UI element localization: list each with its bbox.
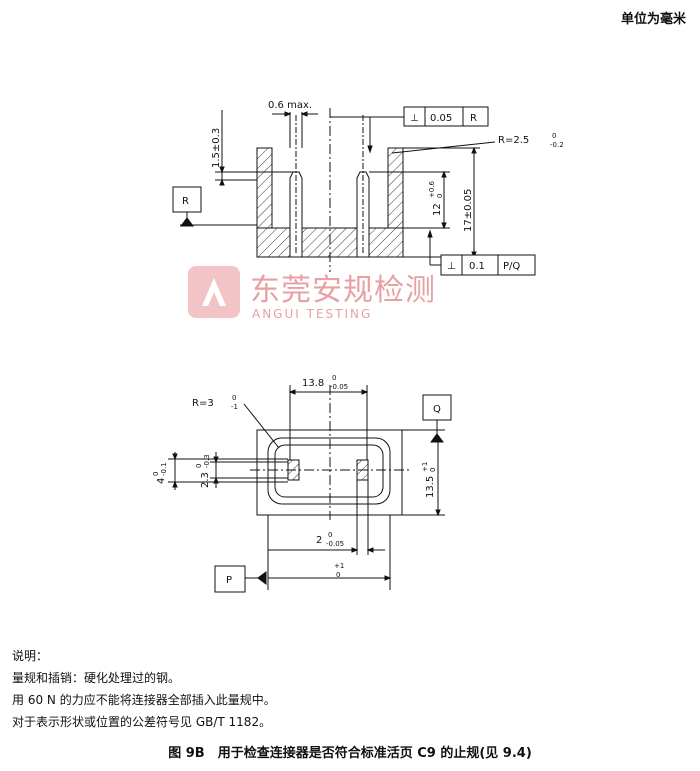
gauge-section-view	[172, 108, 496, 272]
gauge-left-wall	[256, 147, 273, 229]
dim-pin-thickness-tol-upper: 0	[195, 464, 203, 468]
left-pin	[289, 115, 303, 258]
watermark-english: ANGUI TESTING	[252, 307, 372, 321]
dim-outer-width-tol-lower: -0.05	[330, 383, 348, 391]
gauge-inner-outline	[274, 444, 384, 498]
dim-outer-width: 13.8	[302, 378, 324, 389]
radius-tol-lower-bottom: -1	[231, 403, 238, 411]
tolerance-frame-top	[403, 106, 489, 127]
tol-top-datum: R	[470, 113, 477, 124]
watermark-chinese: 东莞安规检测	[250, 273, 436, 308]
radius-label-bottom: R=3	[192, 398, 214, 409]
dim-pin-width: 4	[156, 478, 167, 484]
dim-pin-gap: 2	[316, 535, 322, 546]
tol-bottom-datum: P/Q	[503, 261, 520, 272]
datum-p-label: P	[226, 575, 232, 586]
datum-q-label: Q	[433, 404, 441, 415]
gauge-right-wall	[387, 147, 404, 229]
technical-drawing: 0.6 max. 1.5±0.3 12 +0.6 0 17±0.05 R=2.5…	[152, 100, 564, 593]
dim-pin-depth-tol-upper: +0.6	[428, 180, 436, 198]
dim-pin-width-tol-lower: -0.1	[160, 462, 168, 476]
notes-line-3: 对于表示形状或位置的公差符号见 GB/T 1182。	[12, 715, 272, 729]
right-pin	[356, 115, 370, 258]
watermark: 东莞安规检测 ANGUI TESTING	[188, 266, 436, 321]
radius-label-top: R=2.5	[498, 135, 529, 146]
dim-side-height: 1.5±0.3	[211, 128, 222, 168]
gauge-plan-view	[168, 385, 452, 593]
dim-pin-depth: 12	[432, 203, 443, 216]
watermark-logo-icon	[188, 266, 240, 318]
notes-line-2: 用 60 N 的力应不能将连接器全部插入此量规中。	[12, 693, 276, 707]
dim-total-width-tol-upper: +1	[334, 562, 344, 570]
dim-height-tol-upper: +1	[421, 462, 429, 472]
tol-bottom-value: 0.1	[469, 261, 485, 272]
dim-pin-thickness: 2.3	[200, 472, 211, 488]
notes-heading: 说明：	[12, 649, 49, 663]
dim-height: 13.5	[425, 476, 436, 498]
dim-pin-depth-tol-lower: 0	[436, 194, 444, 198]
radius-tol-upper-bottom: 0	[232, 394, 236, 402]
figure-caption: 图 9B 用于检查连接器是否符合标准活页 C9 的止规(见 9.4)	[168, 746, 532, 761]
radius-tol-upper-top: 0	[552, 132, 556, 140]
dim-pin-gap-tol-upper: 0	[328, 531, 332, 539]
notes-line-1: 量规和插销：硬化处理过的钢。	[12, 671, 181, 685]
dim-pin-thickness-tol-lower: -0.3	[203, 454, 211, 468]
radius-tol-lower-top: -0.2	[550, 141, 564, 149]
tol-top-value: 0.05	[430, 113, 452, 124]
dim-pin-width-tol-upper: 0	[152, 472, 160, 476]
dim-total-width-tol-lower: 0	[336, 571, 340, 579]
tolerance-frame-bottom	[440, 254, 536, 276]
dim-pin-gap-tol-lower: -0.05	[326, 540, 344, 548]
unit-note: 单位为毫米	[620, 12, 686, 27]
dim-total-height: 17±0.05	[463, 189, 474, 232]
notes: 说明： 量规和插销：硬化处理过的钢。 用 60 N 的力应不能将连接器全部插入此…	[12, 645, 276, 733]
dim-outer-width-tol-upper: 0	[332, 374, 336, 382]
gauge-cavity-outline	[267, 437, 391, 505]
datum-r-label: R	[182, 196, 189, 207]
dim-height-tol-lower: 0	[429, 468, 437, 472]
tol-bottom-symbol: ⊥	[447, 261, 456, 272]
tol-top-symbol: ⊥	[410, 113, 419, 124]
dim-slot-width: 0.6 max.	[268, 100, 312, 111]
